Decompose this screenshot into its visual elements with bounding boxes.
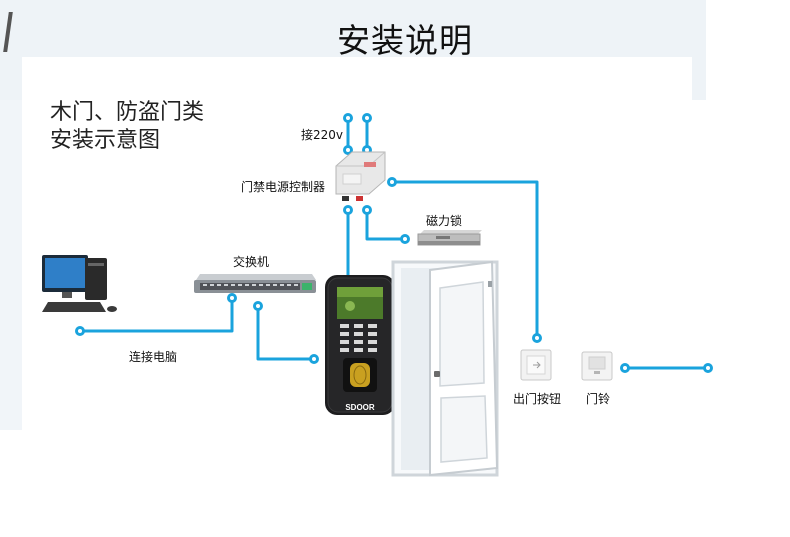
content-background bbox=[22, 57, 692, 100]
fingerprint-terminal-icon bbox=[325, 275, 395, 415]
wire-controller-to-lock bbox=[365, 208, 407, 241]
exit-button-icon bbox=[520, 349, 552, 381]
node bbox=[75, 326, 85, 336]
device-brand-label: SDOOR bbox=[345, 403, 375, 412]
node bbox=[703, 363, 713, 373]
side-background bbox=[0, 100, 22, 430]
power-input-label: 接220v bbox=[301, 128, 344, 142]
node bbox=[387, 177, 397, 187]
node bbox=[253, 301, 263, 311]
wire-endpoints bbox=[75, 113, 713, 373]
wire-switch-to-terminal bbox=[256, 304, 316, 361]
node bbox=[400, 234, 410, 244]
power-controller-label: 门禁电源控制器 bbox=[241, 180, 326, 194]
wire-pc-to-switch bbox=[78, 296, 234, 333]
node bbox=[620, 363, 630, 373]
power-controller-icon bbox=[335, 151, 386, 201]
page-title: 安装说明 bbox=[337, 21, 473, 60]
subtitle-line-2: 安装示意图 bbox=[50, 128, 161, 153]
network-switch-icon bbox=[194, 274, 316, 293]
node bbox=[362, 205, 372, 215]
wire-controller-to-exit-button bbox=[390, 180, 539, 340]
node bbox=[343, 113, 353, 123]
exit-button-label: 出门按钮 bbox=[513, 392, 562, 406]
node bbox=[532, 333, 542, 343]
node bbox=[362, 113, 372, 123]
magnetic-lock-icon bbox=[417, 230, 482, 246]
doorbell-icon bbox=[581, 351, 613, 381]
connect-pc-label: 连接电脑 bbox=[129, 350, 178, 364]
diagram-subtitle: 木门、防盗门类 安装示意图 bbox=[50, 99, 204, 155]
node bbox=[343, 145, 353, 155]
magnetic-lock-label: 磁力锁 bbox=[426, 214, 463, 228]
wires bbox=[78, 116, 710, 370]
doorbell-label: 门铃 bbox=[586, 392, 611, 406]
subtitle-line-1: 木门、防盗门类 bbox=[50, 100, 205, 125]
node bbox=[343, 205, 353, 215]
node bbox=[227, 293, 237, 303]
node bbox=[309, 354, 319, 364]
switch-label: 交换机 bbox=[233, 255, 270, 269]
door-icon bbox=[391, 260, 499, 477]
computer-icon bbox=[42, 255, 117, 312]
